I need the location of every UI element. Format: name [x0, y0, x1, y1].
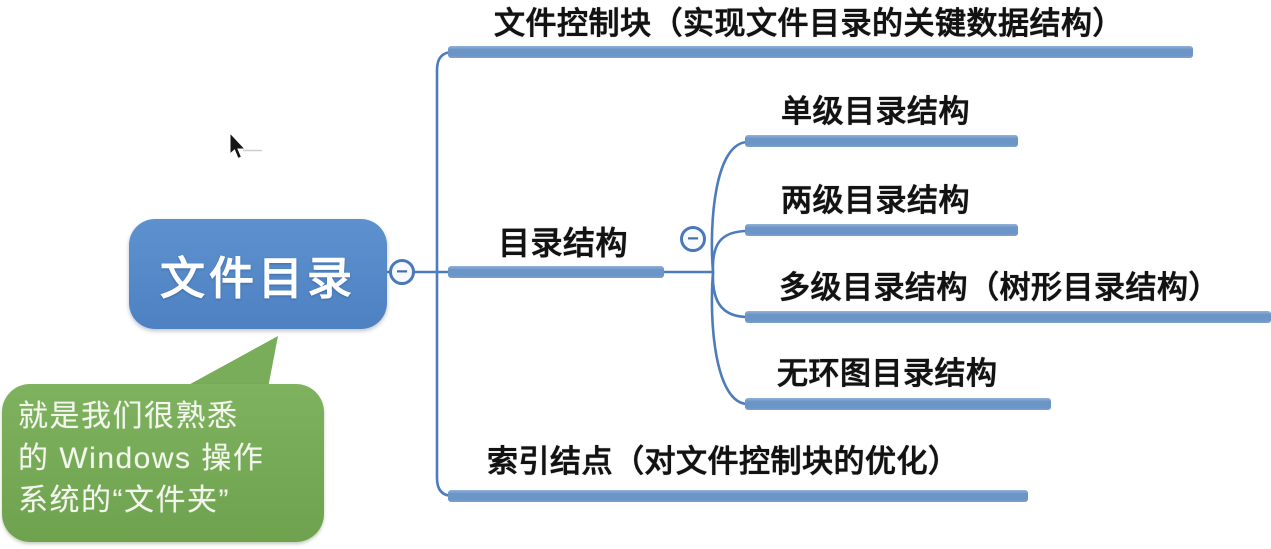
curve-to-multi-level	[711, 271, 749, 319]
collapse-button-root[interactable]: −	[389, 259, 415, 285]
collapse-button-directory-structure[interactable]: −	[680, 226, 706, 252]
note-bubble-line: 的 Windows 操作	[18, 442, 265, 475]
mouse-cursor-icon	[229, 131, 247, 160]
branch-single-level[interactable]: 单级目录结构	[781, 94, 970, 129]
underline-directory-structure[interactable]	[448, 266, 664, 278]
curve-to-two-level	[711, 229, 749, 273]
underline-two-level[interactable]	[745, 224, 1018, 236]
branch-index-node[interactable]: 索引结点（对文件控制块的优化）	[487, 444, 960, 479]
note-bubble-tail	[183, 336, 278, 388]
trunk-connector-line	[435, 50, 454, 498]
curve-to-acyclic	[710, 271, 749, 406]
branch-multi-level[interactable]: 多级目录结构（树形目录结构）	[779, 270, 1220, 305]
branch-two-level[interactable]: 两级目录结构	[781, 183, 970, 218]
underline-file-control-block[interactable]	[448, 46, 1193, 58]
minus-icon: −	[687, 228, 699, 250]
branch-directory-structure[interactable]: 目录结构	[498, 225, 629, 261]
underline-index-node[interactable]	[448, 490, 1028, 502]
note-bubble-line: 系统的“文件夹”	[18, 484, 230, 517]
branch-file-control-block[interactable]: 文件控制块（实现文件目录的关键数据结构）	[494, 6, 1124, 41]
underline-acyclic[interactable]	[745, 398, 1051, 410]
underline-multi-level[interactable]	[745, 311, 1271, 323]
root-topic-label: 文件目录	[159, 252, 356, 304]
note-bubble-line: 就是我们很熟悉	[18, 400, 239, 433]
minus-icon: −	[396, 261, 408, 283]
root-topic-node[interactable]: 文件目录	[129, 219, 387, 329]
curve-to-single-level	[710, 140, 749, 273]
note-bubble[interactable]: 就是我们很熟悉 的 Windows 操作 系统的“文件夹”	[2, 384, 324, 542]
underline-single-level[interactable]	[745, 135, 1018, 147]
branch-acyclic[interactable]: 无环图目录结构	[777, 356, 998, 391]
